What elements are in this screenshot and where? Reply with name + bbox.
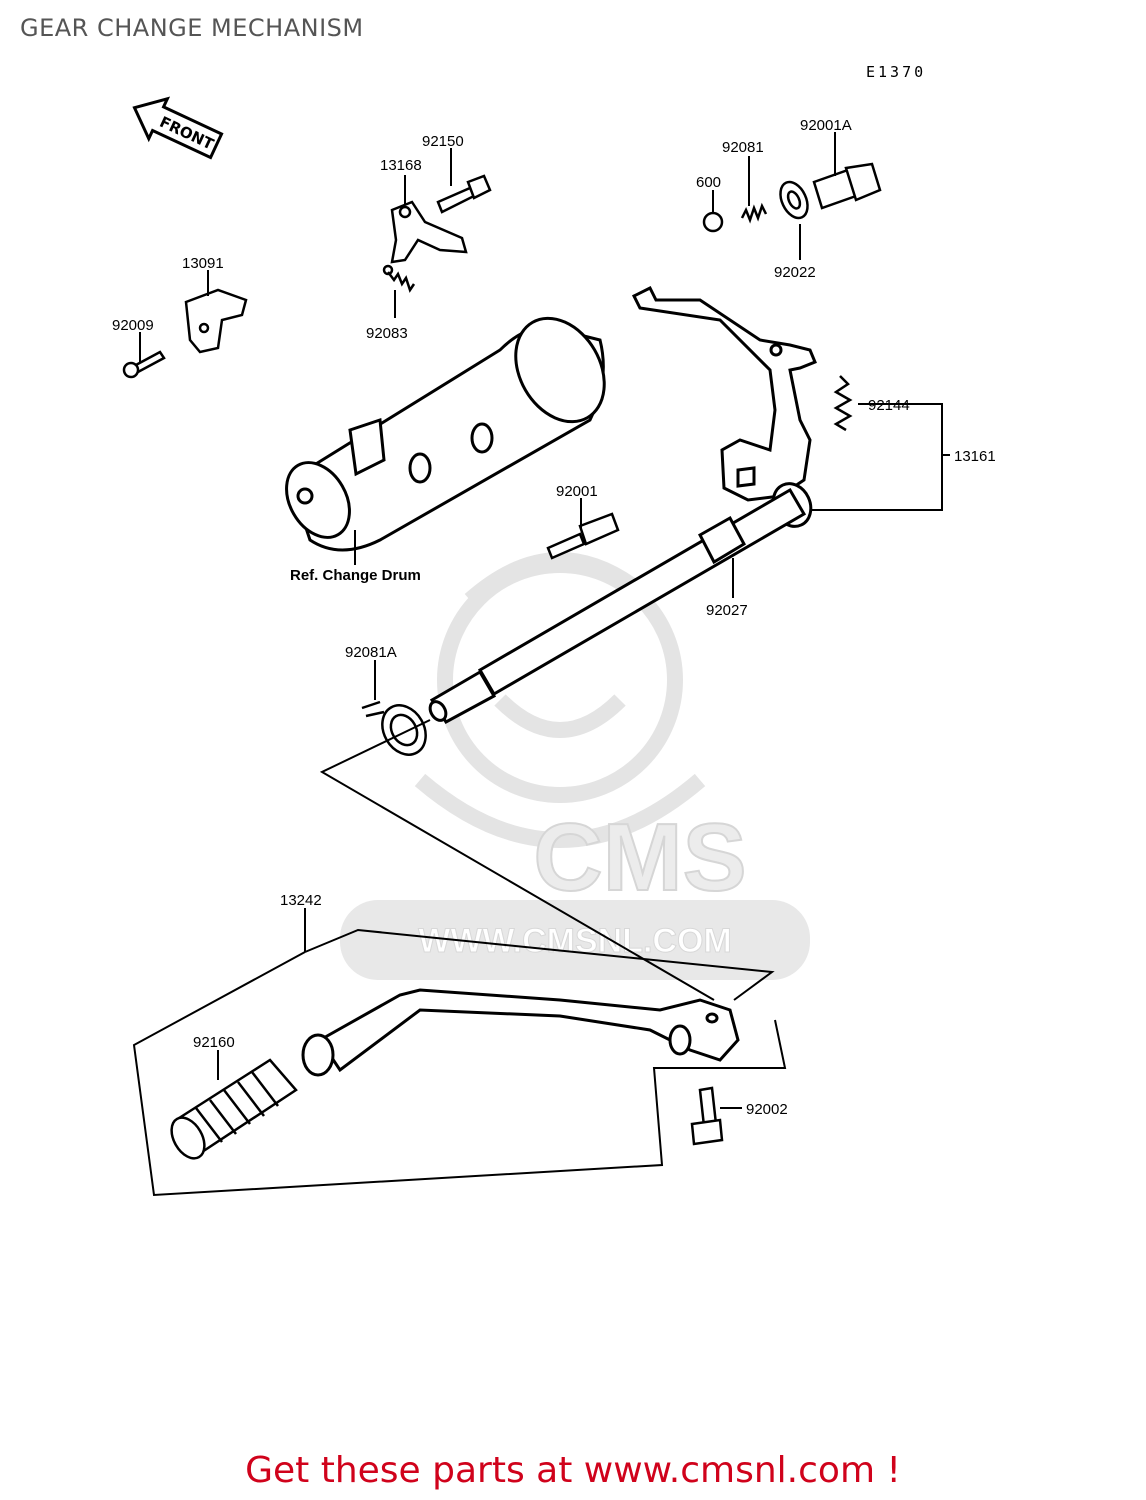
label-13168: 13168: [380, 157, 422, 174]
label-92022: 92022: [774, 264, 816, 281]
part-92009-screw: [122, 350, 166, 379]
page-title: GEAR CHANGE MECHANISM: [20, 14, 364, 42]
label-92001: 92001: [556, 483, 598, 500]
label-92144: 92144: [868, 397, 910, 414]
watermark-brand: CMS: [533, 804, 746, 911]
label-92081A: 92081A: [345, 644, 397, 661]
label-92081: 92081: [722, 139, 764, 156]
watermark: [414, 552, 706, 848]
change-drum: [285, 316, 606, 552]
label-92150: 92150: [422, 133, 464, 150]
label-13091: 13091: [182, 255, 224, 272]
label-13161: 13161: [954, 448, 996, 465]
label-92160: 92160: [193, 1034, 235, 1051]
part-13161-shift-shaft: [428, 285, 817, 724]
part-92002-bolt: [690, 1086, 724, 1146]
part-92081A-spring: [361, 700, 427, 756]
footer-parts-link[interactable]: Get these parts at www.cmsnl.com !: [245, 1450, 901, 1491]
part-92150-bolt: [436, 174, 492, 214]
part-92081-spring: [740, 202, 768, 224]
part-600-ball: [702, 211, 724, 233]
part-13091-bracket: [184, 288, 248, 354]
parts-diagram: WWW.CMSNL.COM CMS FRONT: [112, 96, 996, 1197]
part-92022-washer: [779, 180, 809, 220]
watermark-banner: WWW.CMSNL.COM CMS: [340, 803, 810, 980]
label-92083: 92083: [366, 325, 408, 342]
part-labels: 92150 13168 92083 13091 92009 92081 600 …: [112, 117, 996, 1118]
label-92027: 92027: [706, 602, 748, 619]
part-92083-spring: [382, 264, 416, 293]
part-13168-plate: [390, 200, 468, 264]
front-arrow: FRONT: [132, 96, 224, 160]
label-92009: 92009: [112, 317, 154, 334]
diagram-code: E1370: [866, 63, 927, 81]
label-92001A: 92001A: [800, 117, 852, 134]
label-13242: 13242: [280, 892, 322, 909]
label-92002: 92002: [746, 1101, 788, 1118]
leader-lines: [132, 132, 950, 1197]
part-92001A-plug: [812, 162, 882, 210]
part-92144-spring: [833, 375, 853, 432]
part-92160-rubber: [170, 1058, 298, 1160]
part-92001-bolt: [546, 512, 620, 560]
label-600: 600: [696, 174, 721, 191]
part-13242-pedal: [301, 988, 740, 1077]
label-ref-change-drum: Ref. Change Drum: [290, 567, 421, 584]
